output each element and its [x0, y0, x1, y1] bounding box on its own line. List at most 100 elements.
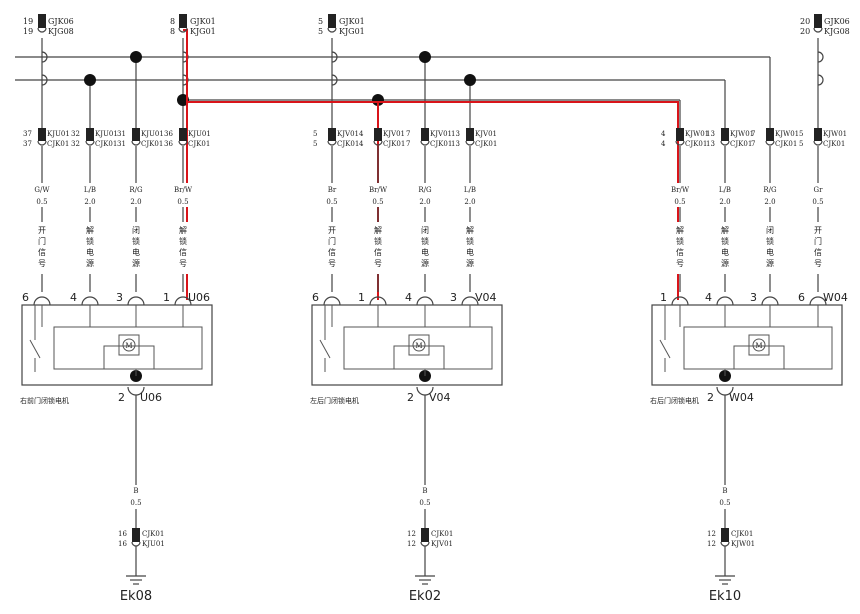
- mid-connector-code: CJK01: [823, 140, 845, 148]
- ground-connector-pin: 12: [707, 530, 716, 538]
- wire-color-label: Br/W: [369, 186, 388, 194]
- top-conn-1-pin-b: 19: [23, 27, 33, 36]
- pin-number: 4: [70, 291, 77, 304]
- wire-color-label: Br/W: [174, 186, 193, 194]
- motor-icon: [408, 334, 430, 356]
- pin-number: 1: [358, 291, 365, 304]
- pin-socket: [369, 296, 387, 306]
- mid-connector-code: KJW01: [775, 130, 799, 138]
- pin-number: 6: [312, 291, 319, 304]
- bottom-module-id: W04: [729, 391, 754, 404]
- mid-connector-pin: 36: [164, 130, 173, 138]
- mid-connector-code: KJV01: [430, 130, 452, 138]
- ground-connector-code: CJK01: [731, 530, 753, 538]
- module-id: V04: [475, 291, 497, 304]
- mid-connector-code: KJU01: [141, 130, 164, 138]
- pin-socket: [174, 296, 192, 306]
- pin-socket: [81, 296, 99, 306]
- ground-connector-code: CJK01: [431, 530, 453, 538]
- ground-label: Ek08: [120, 589, 152, 604]
- ground-connector-pin: 16: [118, 530, 127, 538]
- pin-socket: [323, 296, 341, 306]
- mid-connector-pin: 7: [751, 130, 755, 138]
- mid-connector-icon: [814, 128, 822, 141]
- bottom-pin-number: 2: [407, 391, 414, 404]
- mid-connector-pin: 4: [661, 130, 666, 138]
- ground-label: Ek02: [409, 589, 441, 604]
- mid-connector-code: KJU01: [95, 130, 118, 138]
- module-name: 左后门闭锁电机: [310, 396, 359, 405]
- wire-color-label: R/G: [129, 186, 143, 194]
- mid-connector-code: CJK01: [730, 140, 752, 148]
- mid-connector-code: CJK01: [188, 140, 210, 148]
- ground-connector-pin: 12: [707, 540, 716, 548]
- wire-size-label: 0.5: [674, 198, 685, 206]
- wire-color-label: Br/W: [671, 186, 690, 194]
- module-id: W04: [823, 291, 848, 304]
- wire-size-label: 2.0: [764, 198, 775, 206]
- mid-connector-pin: 37: [23, 130, 32, 138]
- module-name: 右后门闭锁电机: [650, 396, 699, 405]
- mid-connector-icon: [38, 128, 46, 141]
- mid-connector-pin: 7: [406, 130, 410, 138]
- ground-connector-icon: [721, 528, 729, 542]
- pin-socket: [761, 296, 779, 306]
- mid-connector-code: KJV01: [475, 130, 497, 138]
- pin-number: 1: [163, 291, 170, 304]
- mid-connector-code: KJV01: [383, 130, 405, 138]
- mid-connector-pin: 31: [117, 130, 126, 138]
- wire-signal-label: 闭锁电源: [132, 226, 141, 270]
- ground-connector-icon: [421, 528, 429, 542]
- bottom-pin-number: 2: [707, 391, 714, 404]
- mid-connector-code: CJK01: [47, 140, 69, 148]
- top-connector-labels: 19 19 GJK06 KJG08 8 8 GJK01 KJG01 5 5 GJ…: [23, 17, 850, 36]
- top-conn-1-code2: KJG08: [48, 27, 74, 36]
- mid-connector-pin: 32: [71, 140, 80, 148]
- mid-connector-pin: 5: [313, 130, 317, 138]
- pin-number: 6: [798, 291, 805, 304]
- bottom-module-id: U06: [140, 391, 162, 404]
- mid-connector-pin: 37: [23, 140, 32, 148]
- module-id: U06: [188, 291, 210, 304]
- bus-lines: [15, 56, 771, 130]
- top-conn-4-pin-b: 20: [800, 27, 810, 36]
- wire-color-label: Br: [328, 186, 337, 194]
- ground-connector-icon: [132, 528, 140, 542]
- motor-label: M: [415, 342, 422, 350]
- wire-signal-label: 解锁信号: [179, 225, 188, 270]
- pin-socket: [809, 296, 827, 306]
- wire-size-label: 0.5: [36, 198, 47, 206]
- mid-connector-pin: 4: [359, 130, 364, 138]
- pin-socket: [716, 296, 734, 306]
- mid-connector-icon: [466, 128, 474, 141]
- wire-signal-label: 开门信号: [814, 226, 823, 270]
- ground-wire-color: B: [422, 487, 427, 495]
- pin-number: 3: [450, 291, 457, 304]
- top-conn-1-pin-a: 19: [23, 17, 33, 26]
- vertical-wires: [41, 38, 819, 130]
- mid-connector-code: KJW01: [823, 130, 847, 138]
- wire-size-label: 2.0: [130, 198, 141, 206]
- mid-connector-icon: [179, 128, 187, 141]
- mid-connector-code: KJV01: [337, 130, 359, 138]
- mid-connector-pin: 13: [706, 130, 715, 138]
- wire-size-label: 2.0: [419, 198, 430, 206]
- motor-icon: [748, 334, 770, 356]
- ground-wire-size: 0.5: [419, 499, 430, 507]
- wire-signal-label: 开门信号: [328, 226, 337, 270]
- ground-connector-code: KJV01: [431, 540, 453, 548]
- top-conn-3-pin-b: 5: [318, 27, 323, 36]
- mid-connector-code: CJK01: [775, 140, 797, 148]
- mid-connector-pin: 13: [451, 140, 460, 148]
- top-conn-2-code1: GJK01: [190, 17, 216, 26]
- mid-connector-icon: [86, 128, 94, 141]
